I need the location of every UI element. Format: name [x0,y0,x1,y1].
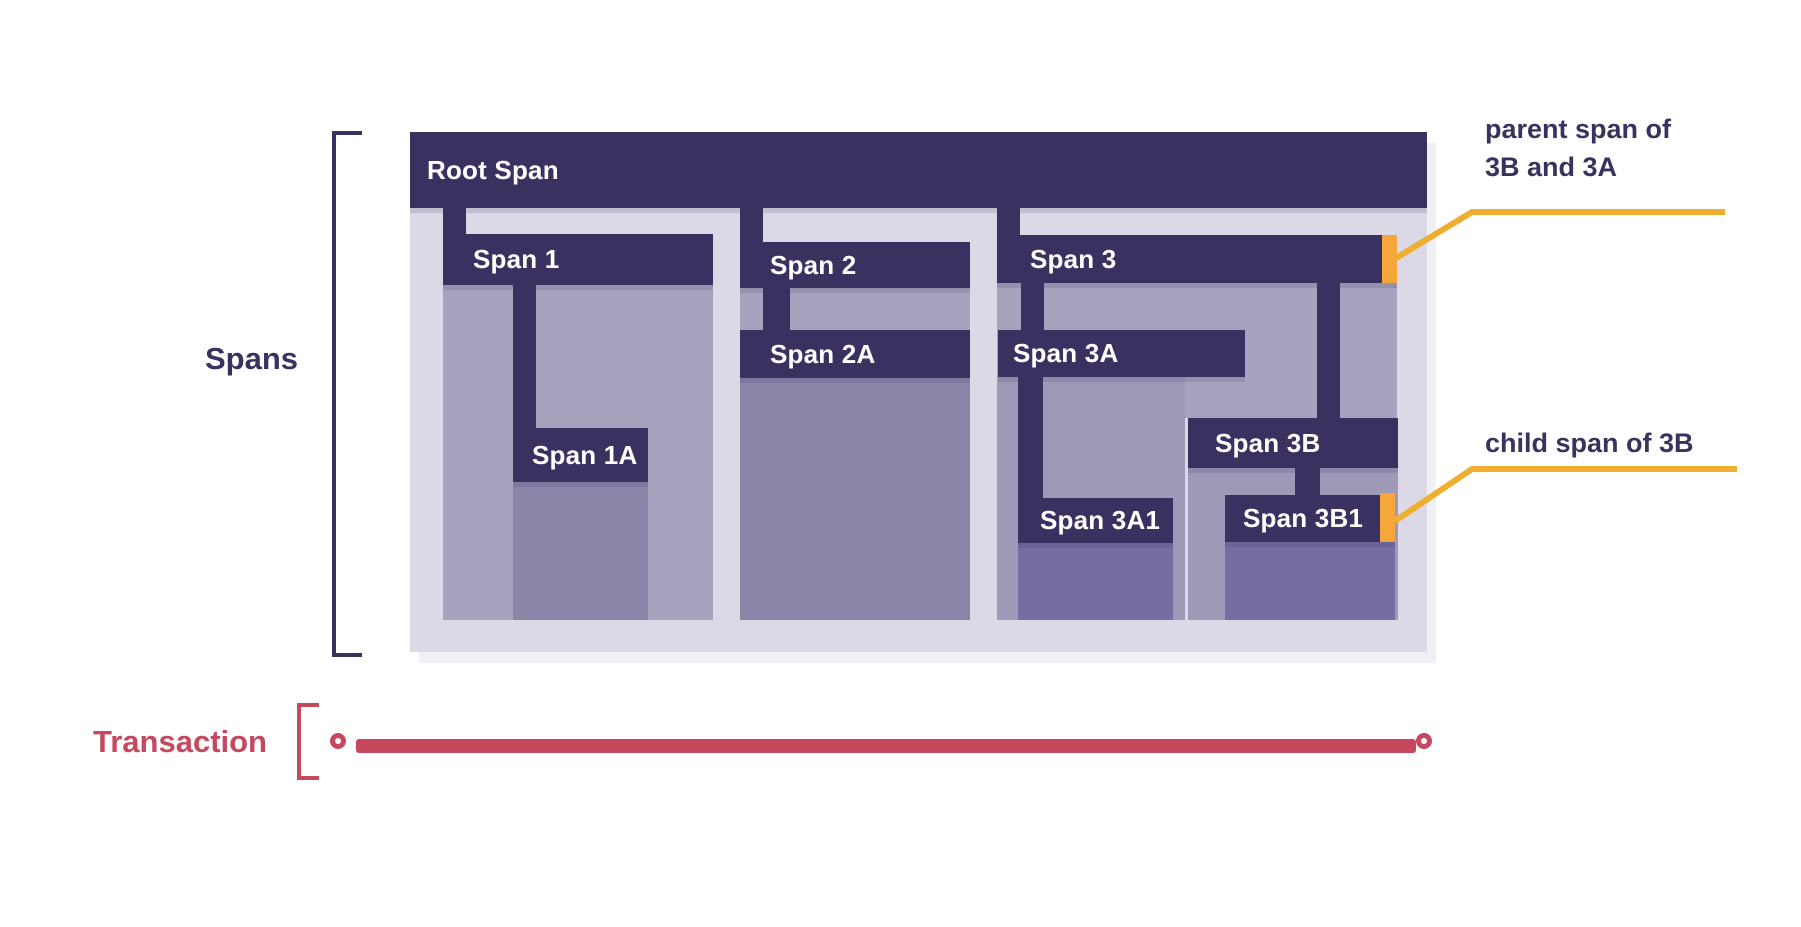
span3b1-duration-fill [1225,542,1395,620]
transaction-start-circle [330,733,346,749]
parent-span-annotation-line1: parent span of [1485,114,1672,144]
spans-bracket [332,131,362,657]
span3b1-bar-label: Span 3B1 [1243,503,1364,533]
transaction-bracket [297,703,319,780]
span3b-bar: Span 3B [1188,418,1398,468]
span1-bar: Span 1 [443,234,713,285]
root-span-bar: Root Span [410,132,1427,208]
span3b1-bar: Span 3B1 [1225,495,1395,542]
span2a-bar-label: Span 2A [770,338,876,369]
span3a1-bar: Span 3A1 [1018,498,1173,543]
connector-root-to-span1 [443,208,466,238]
child-span-annotation: child span of 3B [1485,428,1694,458]
span1-bar-label: Span 1 [473,244,560,274]
child-span-marker [1380,493,1395,542]
span1a-bar: Span 1A [513,428,648,482]
parent-span-annotation-line2: 3B and 3A [1485,152,1618,182]
transaction-label: Transaction [93,724,267,759]
parent-span-annotation: parent span of 3B and 3A [1485,110,1671,186]
span3b-bar-label: Span 3B [1215,427,1321,458]
spans-label: Spans [204,341,298,376]
span2-bar: Span 2 [740,242,970,288]
span3a-bar-label: Span 3A [1013,338,1119,368]
transaction-timeline [356,739,1416,753]
span3a-bar: Span 3A [998,330,1245,377]
connector-span3-to-span3b [1317,283,1340,422]
parent-span-marker [1382,235,1397,283]
transaction-end-circle [1416,733,1432,749]
connector-span3-to-span3a [1021,283,1044,334]
connector-span3b-to-span3b1 [1295,468,1320,499]
span2-bar-label: Span 2 [770,249,857,280]
connector-root-to-span2 [740,208,763,246]
connector-span3a-to-span3a1 [1018,377,1043,502]
span1a-bar-label: Span 1A [532,439,638,470]
root-span-bar-label: Root Span [427,154,559,185]
span3a1-duration-fill [1018,543,1173,620]
span2a-duration-fill [740,378,970,620]
connector-root-to-span3 [997,208,1020,239]
span1a-duration-fill [513,482,648,620]
span2a-bar: Span 2A [740,330,970,378]
span3-bar: Span 3 [997,235,1397,283]
span3a1-bar-label: Span 3A1 [1040,505,1161,535]
connector-span1-to-span1a [513,285,536,432]
span3-bar-label: Span 3 [1030,243,1117,274]
connector-span2-to-span2a [763,288,790,334]
